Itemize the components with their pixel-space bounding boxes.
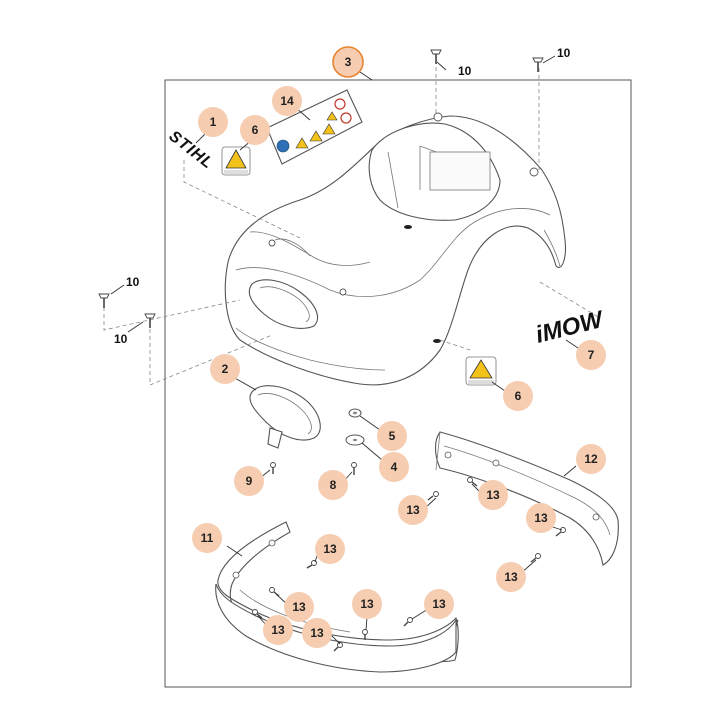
callout-3-label: 3 [345,55,352,69]
callout-3: 3 [332,46,364,78]
callout-12: 12 [576,444,606,474]
callout-9: 9 [234,466,264,496]
screw-13-b [467,477,478,487]
screw-10-left-lower [144,313,156,328]
callout-13-e: 13 [315,534,345,564]
callout-4-label: 4 [391,460,398,474]
callout-13-j: 13 [424,589,454,619]
callout-13-h-label: 13 [310,626,324,640]
callout-13-f: 13 [284,592,314,622]
callout-13-c-label: 13 [534,511,548,525]
screw-13-c [555,527,566,537]
callout-13-j-label: 13 [432,597,446,611]
callout-13-h: 13 [302,618,332,648]
rubber-washer-part [348,408,362,418]
label-10-left-upper: 10 [126,275,140,289]
screw-9 [270,462,276,474]
disc-part [345,434,365,446]
screw-10-top-right [532,57,544,72]
callout-8: 8 [318,470,348,500]
callout-7-label: 7 [588,348,595,362]
plain-label-group: 10 10 10 10 [114,46,571,346]
callout-12-label: 12 [584,452,598,466]
callout-6-side-label: 6 [515,389,522,403]
callout-1-label: 1 [210,115,217,129]
screw-13-j [403,617,413,627]
callout-11: 11 [192,523,222,553]
screw-8 [351,462,357,475]
warning-decal-side [465,356,497,386]
screw-10-left-upper [98,293,110,308]
callout-13-a: 13 [398,495,428,525]
callout-6-top-label: 6 [252,123,259,137]
screws-13 [252,477,566,652]
callout-7: 7 [576,340,606,370]
callout-13-g: 13 [263,615,293,645]
callout-2: 2 [210,354,240,384]
screw-13-g [252,609,263,619]
callout-13-d: 13 [496,562,526,592]
callout-14: 14 [272,86,302,116]
warning-decal-top [221,146,251,176]
callout-13-b: 13 [478,480,508,510]
screw-10-top-center [430,49,442,64]
callout-11-label: 11 [201,531,214,545]
callout-1: 1 [198,107,228,137]
callout-13-a-label: 13 [406,503,420,517]
label-10-top-center: 10 [458,64,472,78]
screw-13-a [427,491,439,501]
callout-13-d-label: 13 [504,570,518,584]
screw-13-i [362,629,368,640]
callout-6-side: 6 [503,381,533,411]
callout-14-label: 14 [280,94,294,108]
label-10-top-right: 10 [557,46,571,60]
alignment-lines [103,60,601,386]
callout-5-label: 5 [389,429,396,443]
callout-4: 4 [379,452,409,482]
callout-6-top: 6 [240,115,270,145]
warning-sticker-sheet [266,89,363,165]
callout-13-e-label: 13 [323,542,337,556]
callout-13-g-label: 13 [271,623,285,637]
rear-bumper-part [434,431,619,566]
body-shell [224,112,566,386]
label-10-left-lower: 10 [114,332,128,346]
callout-13-b-label: 13 [486,488,500,502]
assembly-frame [164,79,632,688]
callout-13-i: 13 [352,589,382,619]
callout-2-label: 2 [222,362,229,376]
callout-group: 3 14 1 6 2 5 4 9 8 6 7 12 13 13 13 13 11… [192,46,606,648]
screw-13-h [333,642,343,652]
front-cover-part [249,385,321,449]
callout-13-i-label: 13 [360,597,374,611]
screw-13-d [530,553,541,563]
screw-13-f [269,587,280,597]
callout-5: 5 [377,421,407,451]
callout-8-label: 8 [330,478,337,492]
callout-9-label: 9 [246,474,253,488]
callout-13-f-label: 13 [292,600,306,614]
callout-13-c: 13 [526,503,556,533]
